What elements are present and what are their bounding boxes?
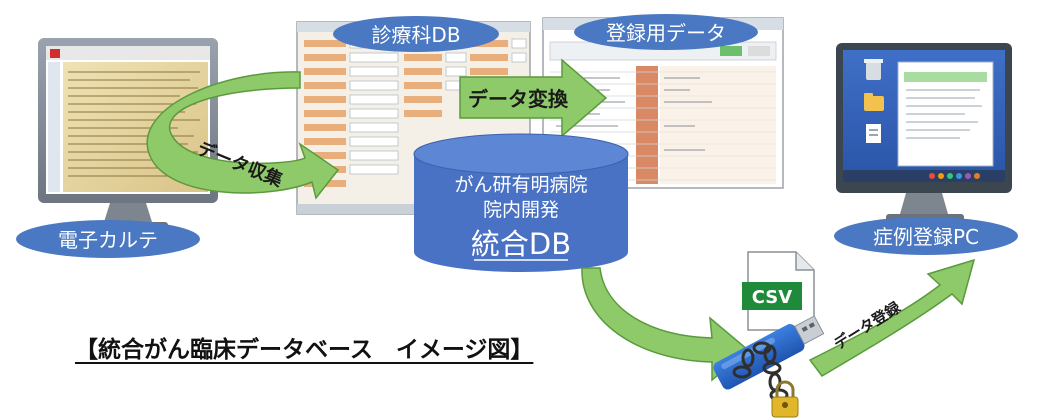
label-registration-pc-text: 症例登録PC	[873, 225, 979, 249]
csv-file-icon: CSV	[742, 251, 815, 331]
db-to-usb-arrow	[581, 267, 750, 382]
csv-label: CSV	[752, 287, 793, 308]
data-conversion-arrow: データ変換	[459, 58, 608, 138]
diagram-caption: 【統合がん臨床データベース イメージ図】	[75, 337, 534, 363]
taskbar-icons	[929, 173, 980, 179]
label-emr-text: 電子カルテ	[58, 228, 158, 252]
padlock-icon	[771, 380, 799, 418]
database-line3: 統合DB	[471, 227, 571, 261]
data-conversion-label: データ変換	[468, 87, 569, 111]
trash-icon	[864, 59, 883, 80]
usb-stick-icon	[713, 315, 825, 390]
label-department-db-text: 診療科DB	[371, 23, 460, 47]
database-line1: がん研有明病院	[454, 174, 587, 196]
label-department-db: 診療科DB	[333, 16, 499, 52]
label-emr: 電子カルテ	[16, 220, 200, 258]
label-registration-data-text: 登録用データ	[606, 21, 726, 45]
document-icon	[866, 124, 881, 143]
label-registration-pc: 症例登録PC	[834, 217, 1018, 255]
folder-icon	[864, 93, 884, 111]
label-registration-data: 登録用データ	[574, 14, 758, 50]
database-line2: 院内開発	[483, 199, 559, 221]
data-registration-arrow: データ登録	[808, 258, 976, 377]
emr-monitor	[38, 38, 218, 230]
registration-pc-monitor	[836, 43, 1012, 222]
integrated-database-cylinder: がん研有明病院 院内開発 統合DB	[413, 133, 629, 272]
